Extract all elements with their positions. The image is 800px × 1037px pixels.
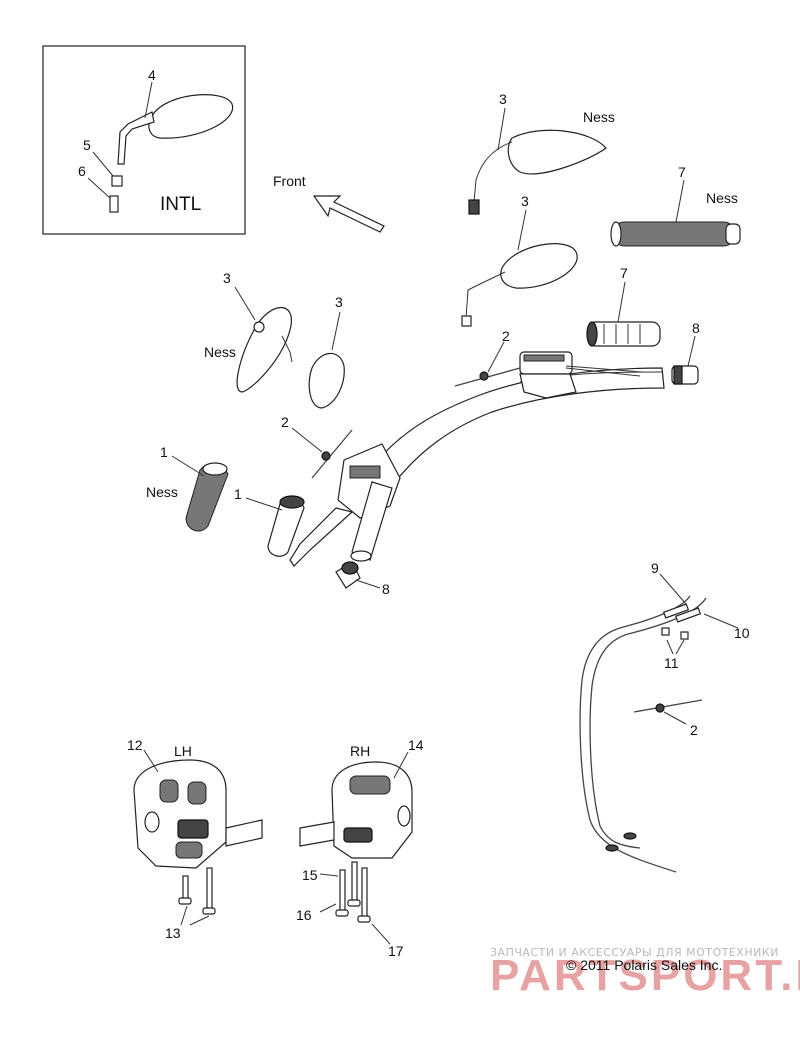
front-arrow-icon [312,195,385,233]
callout-4: 4 [148,67,156,83]
clutch-lever [289,507,354,567]
watermark-tagline: ЗАПЧАСТИ И АКСЕССУАРЫ ДЛЯ МОТОТЕХНИКИ [490,946,779,959]
intl-mirror-head [148,94,234,139]
copyright-text: © 2011 Polaris Sales Inc. [566,957,722,973]
throttle-cables: 9 10 11 [579,560,750,873]
watermark: ЗАПЧАСТИ И АКСЕССУАРЫ ДЛЯ МОТОТЕХНИКИ PA… [490,946,800,1000]
ness-grip-body [613,221,735,247]
handlebar-tube [369,367,665,487]
stock-mirror-left: 3 [308,294,345,409]
stock-mirror-head [500,243,578,289]
callout-13: 14 [408,737,424,753]
callout-6: 6 [78,163,86,179]
lh-switch-housing: 12 LH 13 [127,737,263,941]
ness-mirror-left: 3 Ness [204,270,293,393]
callout-15: 15 [302,867,318,883]
cable-clip-upper: 2 [454,328,521,387]
cable-clip-lower: 2 [633,699,703,738]
bar-end-right: 8 [671,320,700,385]
callout-17: 17 [388,943,404,959]
stock-grip-body [587,321,661,347]
left-bar-end-tube [351,481,393,561]
ness-grip-left: 1 Ness [146,444,229,532]
intl-mirror-stem [117,111,155,165]
intl-nut [111,175,123,187]
callout-8b: 8 [382,581,390,597]
callout-1a: 1 [160,444,168,460]
lh-label: LH [174,743,192,759]
callout-16: 16 [296,907,312,923]
callout-1b: 1 [234,486,242,502]
stock-mirror-right: 3 [461,193,578,327]
callout-3a: 3 [499,91,507,107]
front-direction: Front [273,173,385,233]
callout-2a: 2 [502,328,510,344]
callout-14: 13 [165,925,181,941]
stock-mirror-mount [461,315,472,327]
callout-12: 12 [127,737,143,753]
inset-title: INTL [160,194,201,215]
intl-inset: 4 5 6 INTL [42,45,246,235]
callout-11: 11 [664,655,679,671]
brake-clamp [519,373,577,399]
ness-mirror-left-head [236,306,292,393]
intl-adapter [109,195,119,213]
stock-grip-right: 7 [586,265,661,347]
callout-3c: 3 [223,270,231,286]
callout-2c: 2 [690,722,698,738]
stock-grip-left: 1 [234,486,305,557]
ness-mirror-upper: 3 Ness [468,91,615,215]
bar-end-left: 8 [335,561,390,597]
callout-3d: 3 [335,294,343,310]
handlebar [289,351,665,567]
rh-label: RH [350,743,370,759]
callout-8a: 8 [692,320,700,336]
callout-2b: 2 [281,414,289,430]
ness-tag-2: Ness [706,190,738,206]
callout-10: 10 [734,625,750,641]
ness-tag-4: Ness [146,484,178,500]
ness-mirror-head [507,129,607,175]
inset-frame [42,45,246,235]
callout-7a: 7 [678,164,686,180]
callout-3b: 3 [521,193,529,209]
front-label: Front [273,173,306,189]
cable-clip-middle: 2 [281,414,353,479]
stock-mirror-left-head [308,352,345,409]
rh-switch-housing: 14 RH 15 16 17 [296,737,424,959]
ness-tag-3: Ness [204,344,236,360]
callout-9: 9 [651,560,659,576]
ness-grip-right: 7 Ness [610,164,741,247]
callout-7b: 7 [620,265,628,281]
watermark-site: PARTSPORT.RU [490,951,800,1000]
callout-5: 5 [83,137,91,153]
ness-mirror-mount [468,199,480,215]
ness-tag-1: Ness [583,109,615,125]
